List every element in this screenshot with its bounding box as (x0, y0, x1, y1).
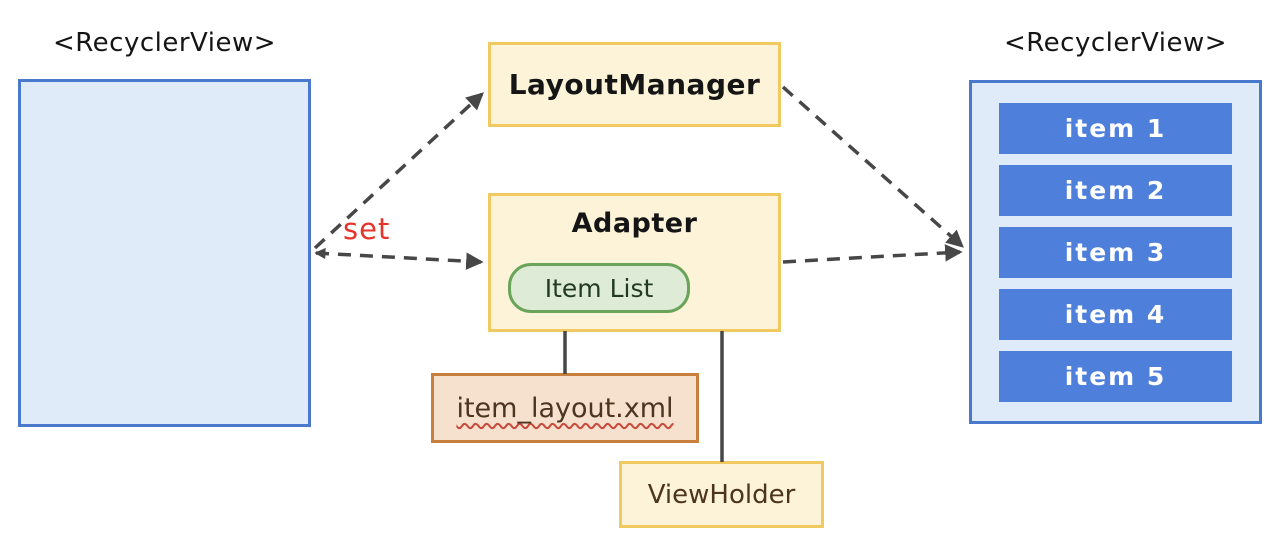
item-layout-xml-label: item_layout.xml (456, 392, 674, 424)
item-list-label: Item List (544, 273, 654, 303)
view-holder-box: ViewHolder (619, 461, 824, 528)
item-bar-2: item 2 (999, 165, 1232, 216)
arrow-recyclerview-to-adapter (314, 247, 484, 270)
left-recyclerview-title: <RecyclerView> (52, 28, 277, 58)
adapter-box: Adapter Item List (488, 193, 781, 332)
layout-manager-label: LayoutManager (508, 68, 761, 101)
item-list-pill: Item List (508, 263, 690, 313)
right-recyclerview-box: item 1 item 2 item 3 item 4 item 5 (969, 80, 1262, 424)
arrow-adapter-to-recyclerview (782, 244, 963, 264)
set-label: set (343, 212, 391, 246)
item-bar-1: item 1 (999, 103, 1232, 154)
arrow-recyclerview-to-layoutmanager (313, 92, 484, 250)
item-bar-4: item 4 (999, 289, 1232, 340)
item-layout-xml-box: item_layout.xml (431, 373, 699, 443)
view-holder-label: ViewHolder (647, 479, 796, 510)
layout-manager-box: LayoutManager (488, 42, 781, 127)
arrow-layoutmanager-to-recyclerview (781, 85, 964, 248)
right-recyclerview-title: <RecyclerView> (1003, 28, 1228, 58)
item-bar-5: item 5 (999, 351, 1232, 402)
adapter-label: Adapter (571, 208, 698, 239)
item-bar-3: item 3 (999, 227, 1232, 278)
left-recyclerview-box (18, 79, 311, 427)
